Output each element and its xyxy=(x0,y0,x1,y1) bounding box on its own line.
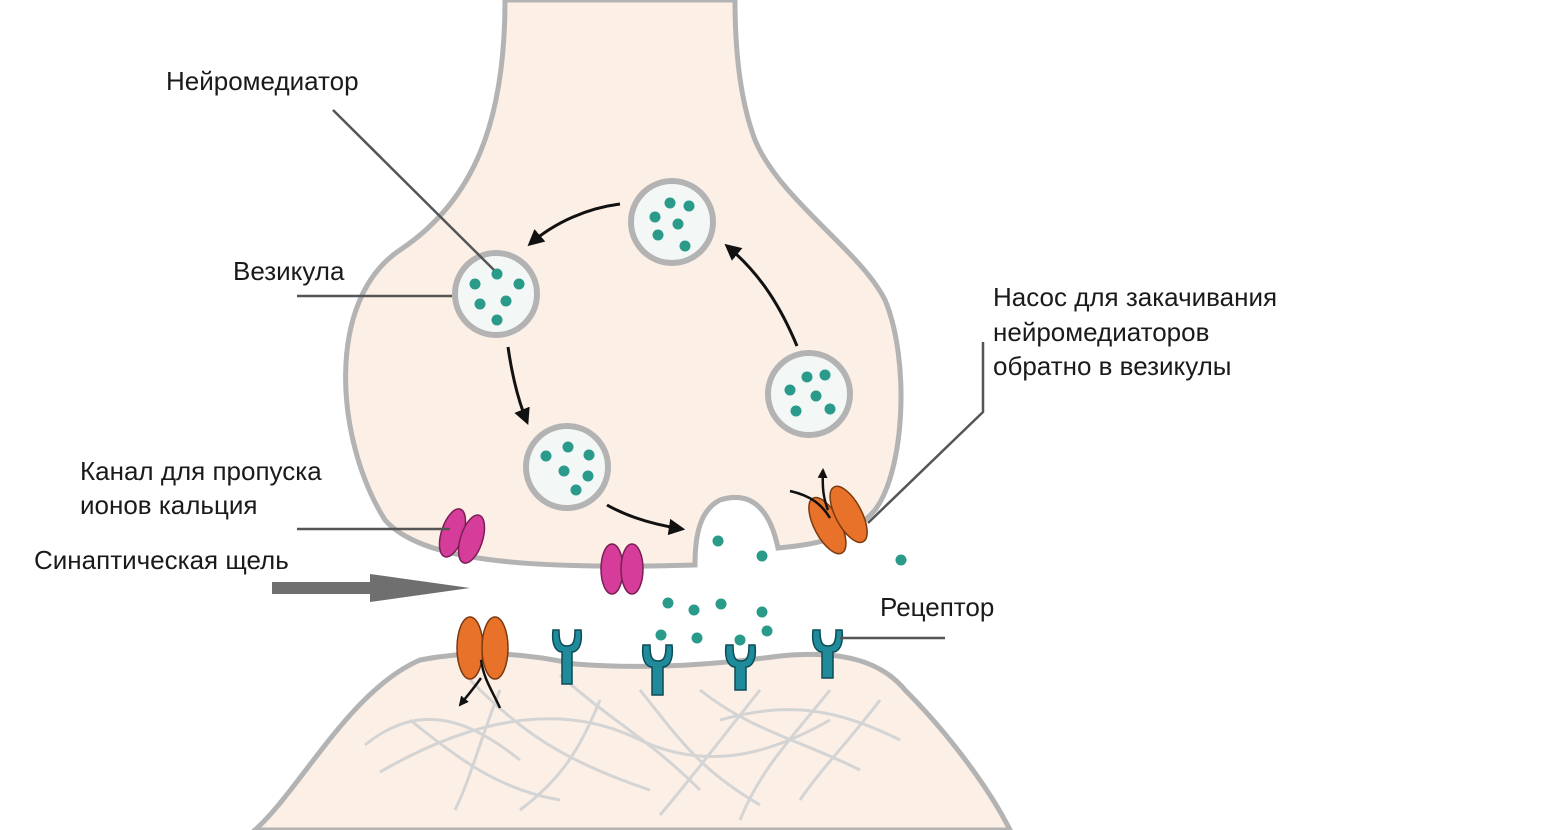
neurotransmitter-dot xyxy=(715,598,727,610)
label-pump-line3: обратно в везикулы xyxy=(993,351,1232,381)
neurotransmitter-dot xyxy=(664,197,676,209)
neurotransmitter-dot xyxy=(761,625,773,637)
neurotransmitter-dot xyxy=(652,229,664,241)
neurotransmitter-dot xyxy=(662,597,674,609)
leader-lines xyxy=(297,109,985,640)
neurotransmitter-dot xyxy=(500,295,512,307)
neurotransmitter-dot xyxy=(583,449,595,461)
neurotransmitter-dot xyxy=(540,450,552,462)
receptor xyxy=(724,644,757,691)
neurotransmitter-dot xyxy=(756,550,768,562)
vesicle-cycle-arrows xyxy=(506,202,799,536)
neurotransmitter-dot xyxy=(469,278,481,290)
neurotransmitter-dot xyxy=(734,634,746,646)
label-calcium-line1: Канал для пропуска xyxy=(80,456,322,486)
neurotransmitter-dot xyxy=(824,403,836,415)
ion-flow-arrow-icon xyxy=(460,659,502,708)
leader-line-neurotransmitter xyxy=(332,109,495,271)
neurotransmitter-dot xyxy=(688,604,700,616)
label-neurotransmitter: Нейромедиатор xyxy=(166,66,359,96)
receptor xyxy=(811,629,844,679)
calcium-channel xyxy=(438,508,486,564)
vesicle xyxy=(452,250,540,338)
neurotransmitter-dot xyxy=(570,484,582,496)
reuptake-arrow-icon xyxy=(789,470,830,519)
synaptic-cleft-arrow xyxy=(272,574,470,602)
neurotransmitter-dot xyxy=(558,465,570,477)
neurotransmitter-dot xyxy=(655,629,667,641)
neurotransmitter-dot xyxy=(474,298,486,310)
reuptake-pump xyxy=(808,485,868,555)
neurotransmitter-dot xyxy=(582,470,594,482)
neurotransmitter-dot xyxy=(895,554,907,566)
neurotransmitter-dot xyxy=(672,218,684,230)
receptor xyxy=(641,644,674,696)
neurotransmitter-dot xyxy=(790,405,802,417)
neurotransmitter-particles xyxy=(469,197,907,646)
label-pump-line1: Насос для закачивания xyxy=(993,282,1278,312)
presynaptic-terminal xyxy=(343,0,904,569)
label-calcium-line2: ионов кальция xyxy=(80,490,258,520)
vesicle xyxy=(765,350,853,438)
neurotransmitter-dot xyxy=(819,369,831,381)
ion-channel xyxy=(456,616,509,680)
neurotransmitter-dot xyxy=(683,200,695,212)
neurotransmitter-dot xyxy=(679,240,691,252)
neurotransmitter-dot xyxy=(712,535,724,547)
leader-line-pump xyxy=(867,342,985,524)
neurotransmitter-dot xyxy=(691,632,703,644)
vesicle xyxy=(628,178,716,266)
neurotransmitter-dot xyxy=(562,441,574,453)
cytoskeleton-fibers xyxy=(364,673,901,821)
neurotransmitter-dot xyxy=(801,371,813,383)
label-vesicle: Везикула xyxy=(233,256,345,286)
postsynaptic-terminal xyxy=(251,651,1013,830)
receptor xyxy=(551,629,583,685)
label-synaptic-cleft: Синаптическая щель xyxy=(34,545,289,575)
neurotransmitter-dot xyxy=(649,211,661,223)
neurotransmitter-dot xyxy=(756,606,768,618)
neurotransmitter-dot xyxy=(784,384,796,396)
label-receptor: Рецептор xyxy=(880,592,995,622)
neurotransmitter-dot xyxy=(491,314,503,326)
calcium-channel xyxy=(600,543,644,595)
label-pump-line2: нейромедиаторов xyxy=(993,317,1210,347)
neurotransmitter-dot xyxy=(810,390,822,402)
neurotransmitter-dot xyxy=(491,268,503,280)
neurotransmitter-dot xyxy=(513,278,525,290)
